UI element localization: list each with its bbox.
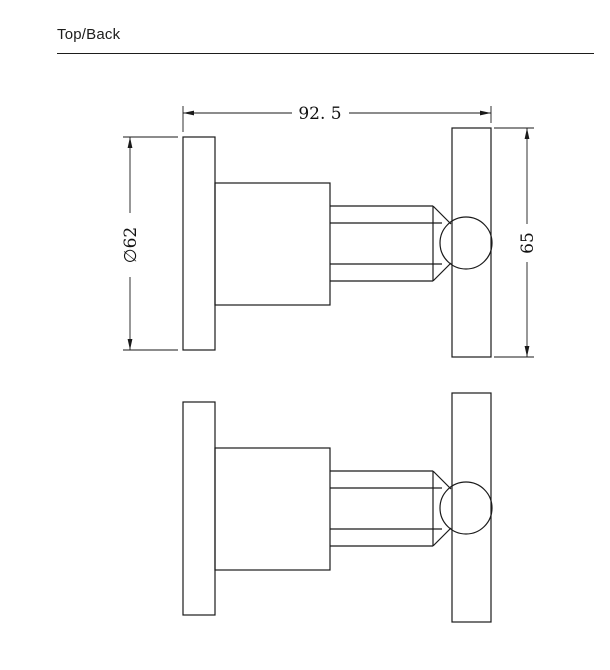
width-dim-label: 92. 5 bbox=[298, 104, 341, 124]
top-view bbox=[182, 127, 493, 358]
dimension-labels: 92. 5 ∅62 65 bbox=[121, 104, 538, 263]
bottom-view bbox=[182, 392, 493, 623]
page-title: Top/Back bbox=[57, 26, 121, 43]
diameter-arrow-bottom bbox=[127, 339, 133, 350]
diameter-dim-label: ∅62 bbox=[121, 227, 141, 263]
height-dim-label: 65 bbox=[518, 232, 538, 254]
object-lines bbox=[182, 127, 493, 623]
diameter-arrow-top bbox=[127, 137, 133, 148]
width-arrow-right bbox=[480, 110, 491, 116]
header-rule bbox=[57, 53, 594, 54]
height-arrow-top bbox=[524, 128, 530, 139]
height-arrow-bottom bbox=[524, 346, 530, 357]
dimension-lines bbox=[123, 106, 534, 358]
width-arrow-left bbox=[183, 110, 194, 116]
dimension-arrows bbox=[127, 110, 530, 357]
